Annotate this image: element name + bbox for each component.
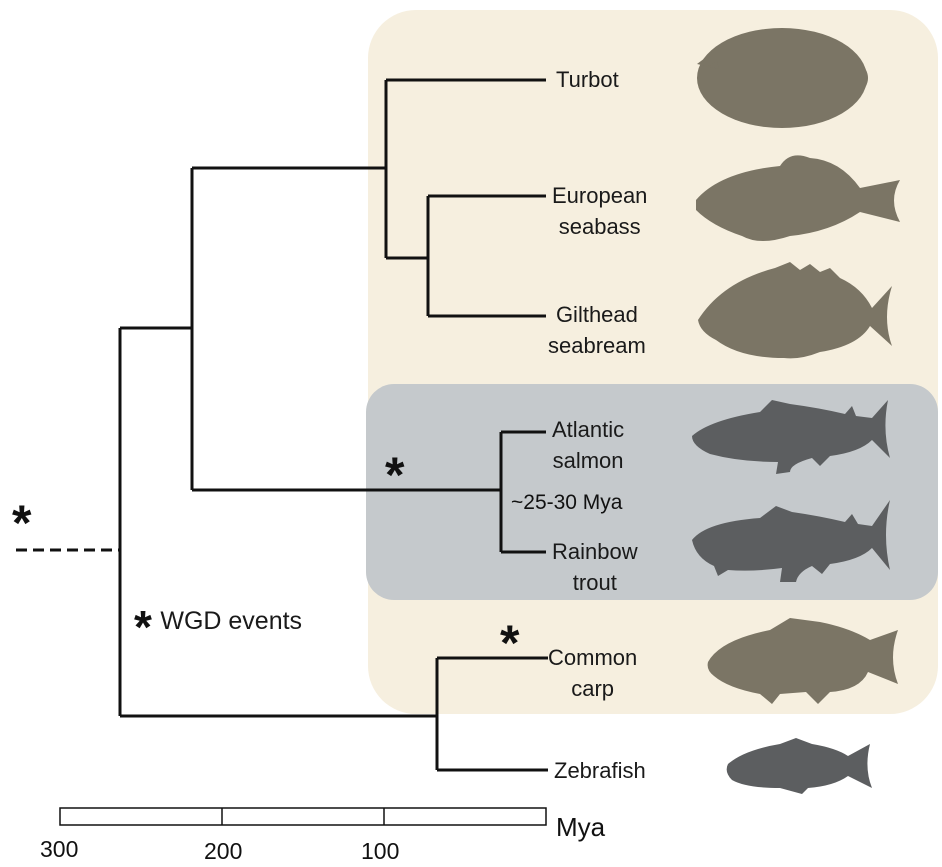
species-label-zebrafish: Zebrafish xyxy=(554,755,646,786)
axis-tick-300: 300 xyxy=(40,836,78,863)
wgd-marker-root: * xyxy=(12,498,31,548)
wgd-marker-salmonid: * xyxy=(385,450,404,500)
salmonid-wgd-date: ~25-30 Mya xyxy=(511,491,622,515)
species-label-salmon: Atlantic salmon xyxy=(552,414,624,476)
species-label-trout: Rainbow trout xyxy=(552,536,638,598)
axis-unit: Mya xyxy=(556,812,605,843)
species-label-turbot: Turbot xyxy=(556,64,619,95)
axis-tick-200: 200 xyxy=(204,838,242,865)
legend-symbol: * xyxy=(134,601,152,653)
time-scale-bar xyxy=(60,808,546,825)
species-label-seabass: European seabass xyxy=(552,180,647,242)
zebrafish-silhouette xyxy=(727,738,872,794)
species-label-carp: Common carp xyxy=(548,642,637,704)
wgd-marker-carp: * xyxy=(500,618,519,668)
marine-species-box xyxy=(368,10,938,714)
legend-text: WGD events xyxy=(160,607,302,635)
axis-tick-100: 100 xyxy=(361,838,399,865)
legend: * WGD events xyxy=(134,600,302,654)
species-label-seabream: Gilthead seabream xyxy=(548,299,646,361)
turbot-silhouette xyxy=(697,28,868,128)
